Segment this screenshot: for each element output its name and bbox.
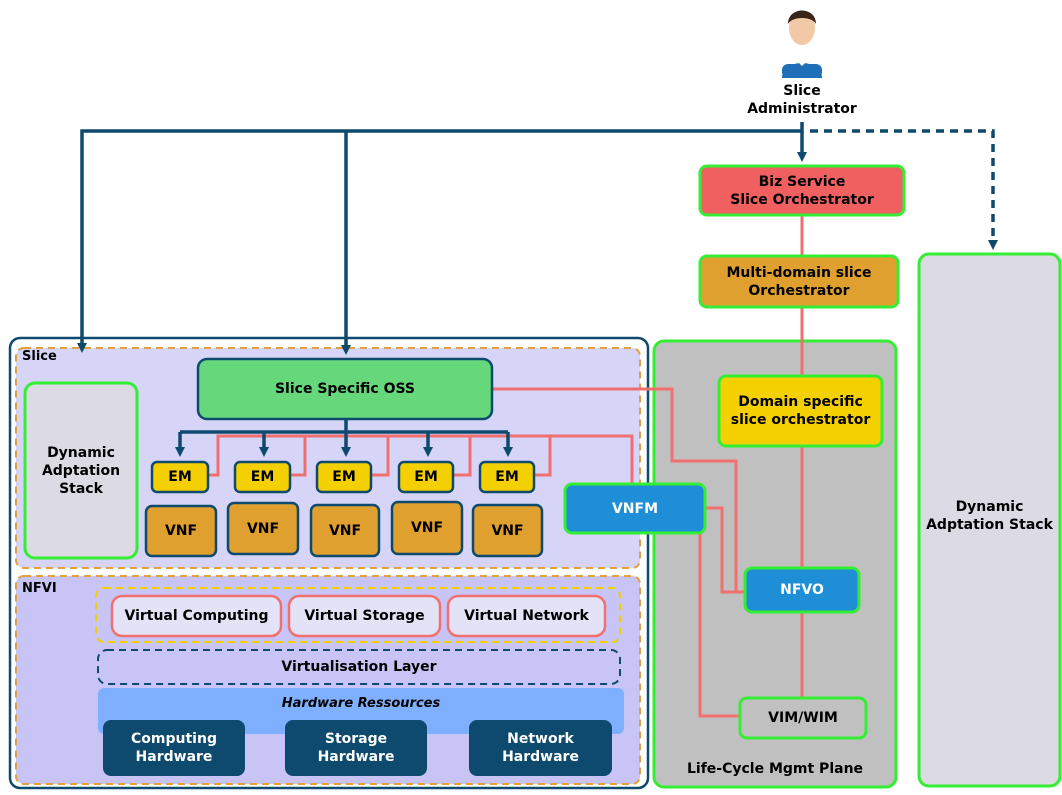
vnf-box[interactable] <box>309 503 381 558</box>
vnf-label: VNF <box>246 520 280 537</box>
right-adaptation-stack-label: Dynamic Adptation Stack <box>926 499 1053 533</box>
hardware-resources-title: Hardware Ressources <box>281 696 441 711</box>
virtual-computing-label: Virtual Computing <box>124 608 269 624</box>
slice-oss-box[interactable] <box>196 357 494 421</box>
virtual-resources-group <box>95 587 621 643</box>
em-box[interactable] <box>397 460 455 494</box>
vnf-box[interactable] <box>471 503 544 558</box>
vim-wim-box[interactable] <box>738 696 868 740</box>
multi-domain-orchestrator[interactable] <box>698 254 900 309</box>
admin-links <box>77 122 998 457</box>
storage-hardware-label: Storage Hardware <box>317 731 395 765</box>
virtualisation-layer-label: Virtualisation Layer <box>281 659 437 675</box>
actor-label: Slice Administrator <box>747 83 857 117</box>
lifecycle-title: Life-Cycle Mgmt Plane <box>686 761 864 777</box>
virtual-storage-label: Virtual Storage <box>304 608 425 624</box>
storage-hardware-box[interactable] <box>285 720 427 776</box>
nfvi-title: NFVI <box>22 581 57 596</box>
nfvo-label: NFVO <box>780 582 824 598</box>
vnf-label: VNF <box>328 522 362 539</box>
vnf-boxes <box>144 500 544 558</box>
em-box[interactable] <box>315 460 373 494</box>
virtual-network-box[interactable] <box>446 594 607 638</box>
biz-service-orchestrator[interactable] <box>698 164 906 217</box>
virtual-computing-box[interactable] <box>110 594 283 638</box>
user-icon <box>782 10 822 78</box>
em-label: EM <box>332 469 356 485</box>
em-label: EM <box>168 469 192 485</box>
lifecycle-plane <box>652 339 898 789</box>
computing-hardware-box[interactable] <box>103 720 245 776</box>
em-label: EM <box>495 469 519 485</box>
network-hardware-label: Network Hardware <box>502 731 579 765</box>
multi-domain-orchestrator-label: Multi-domain slice Orchestrator <box>726 264 872 299</box>
vnfm-label: VNFM <box>611 500 659 517</box>
domain-specific-orchestrator[interactable] <box>717 374 884 448</box>
slice-oss-label: Slice Specific OSS <box>274 381 416 397</box>
slice-title: Slice <box>22 349 57 364</box>
vnf-box[interactable] <box>144 504 218 558</box>
vim-wim-label: VIM/WIM <box>768 710 838 726</box>
em-boxes <box>150 460 536 494</box>
domain-specific-orchestrator-label: Domain specific slice orchestrator <box>730 394 871 428</box>
right-adaptation-stack[interactable] <box>917 252 1062 788</box>
slice-adaptation-stack-label: Dynamic Adptation Stack <box>41 444 121 497</box>
vnf-box[interactable] <box>390 500 464 556</box>
em-label: EM <box>414 469 438 485</box>
em-box[interactable] <box>478 460 536 494</box>
virtual-network-label: Virtual Network <box>464 608 589 624</box>
virtualisation-layer-box[interactable] <box>97 649 621 685</box>
em-box[interactable] <box>150 460 210 494</box>
vnf-label: VNF <box>491 522 524 539</box>
vnf-label: VNF <box>164 523 198 539</box>
em-box[interactable] <box>233 460 292 494</box>
network-hardware-box[interactable] <box>469 720 612 776</box>
biz-service-orchestrator-label: Biz Service Slice Orchestrator <box>730 173 874 208</box>
computing-hardware-label: Computing Hardware <box>131 731 217 765</box>
vnf-label: VNF <box>410 520 444 536</box>
virtual-storage-box[interactable] <box>287 594 442 638</box>
em-label: EM <box>250 469 275 485</box>
slice-adaptation-stack[interactable] <box>23 381 139 560</box>
vnf-box[interactable] <box>226 501 300 556</box>
vnfm-box[interactable] <box>563 482 707 535</box>
nfvo-box[interactable] <box>743 566 861 614</box>
